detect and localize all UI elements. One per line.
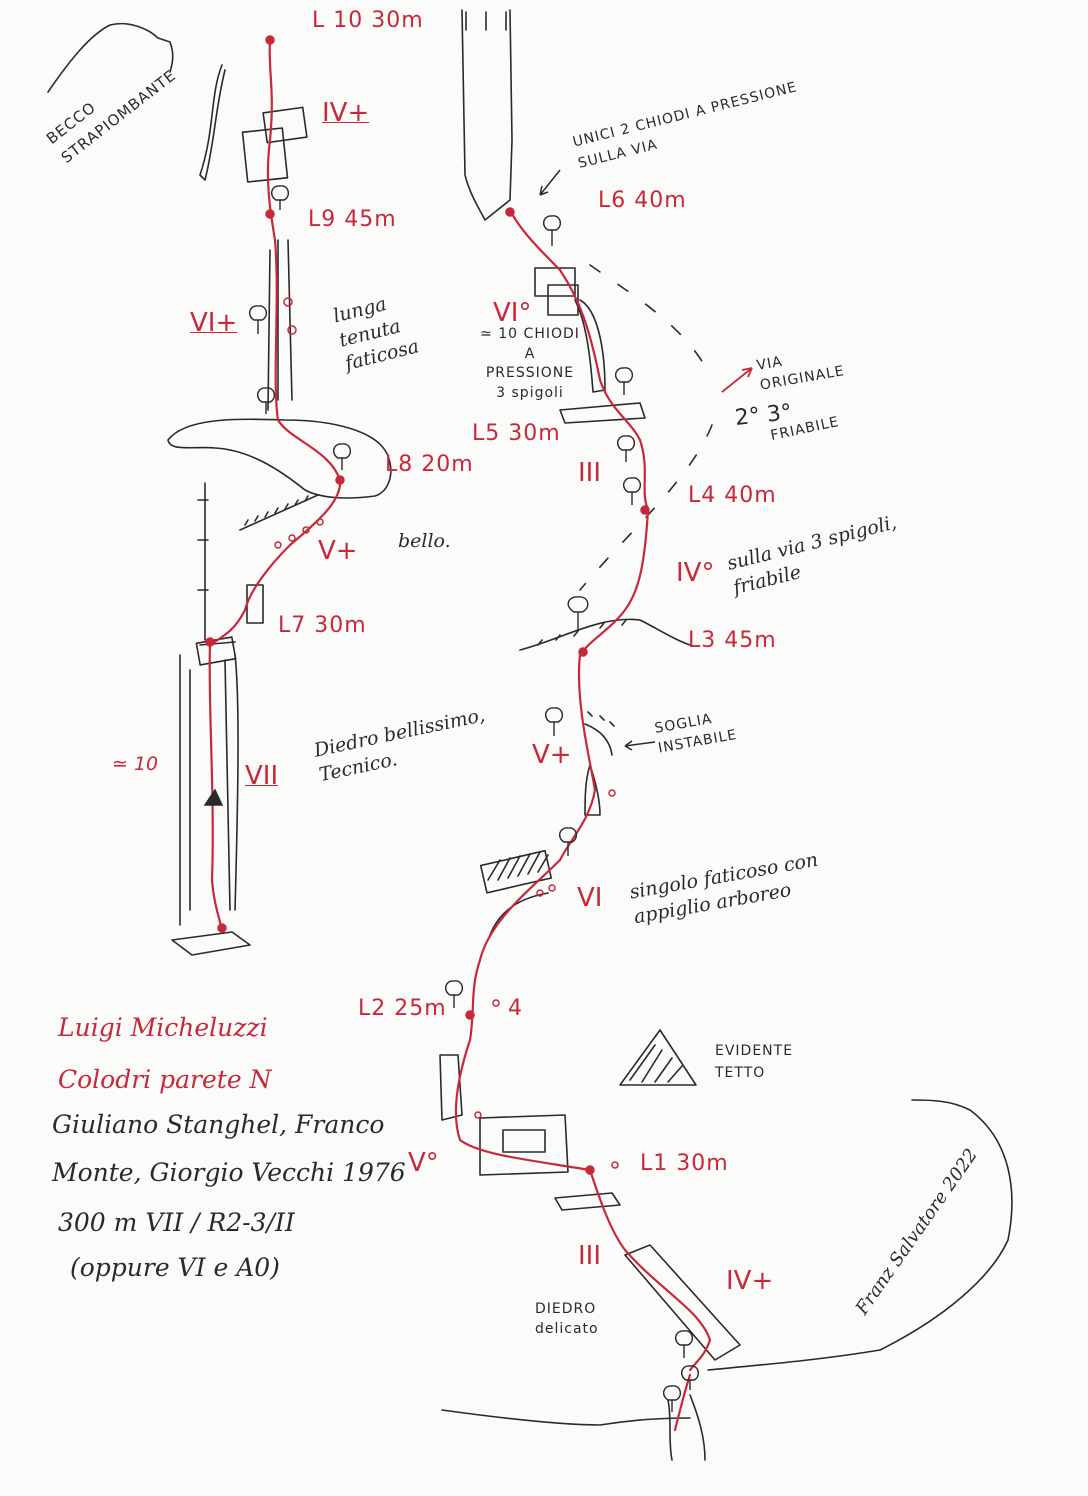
route-alt-grade: (oppure VI e A0) xyxy=(70,1253,280,1282)
arrow-icon xyxy=(624,740,656,751)
belay-l1 xyxy=(585,1165,595,1175)
route-right xyxy=(454,208,712,1372)
pitch-label-l3: L3 45m xyxy=(688,628,777,653)
pitch-label-l7: L7 30m xyxy=(278,613,367,638)
note-bello: bello. xyxy=(398,530,451,552)
hatched-roof xyxy=(479,849,553,894)
grade-l6: VI° xyxy=(493,298,532,328)
belay-l3 xyxy=(578,647,588,657)
ledge-l1 xyxy=(554,1192,621,1211)
base-ledge xyxy=(171,931,251,956)
ledge-l5 xyxy=(559,402,646,424)
pitch-label-l6: L6 40m xyxy=(598,188,687,213)
pitch-label-l4: L4 40m xyxy=(688,483,777,508)
tree-icon xyxy=(622,477,642,505)
grade-l7: VII xyxy=(245,761,279,791)
pitch-label-l9: L9 45m xyxy=(308,207,397,232)
belay-l6 xyxy=(505,207,515,217)
ledge-box xyxy=(479,1114,569,1176)
pitch-l2-marker: 4 xyxy=(508,996,523,1021)
ridge-line xyxy=(707,1099,1013,1371)
arrow-icon xyxy=(539,169,561,196)
tree-icon xyxy=(674,1330,694,1358)
route-location: Colodri parete N xyxy=(58,1065,272,1094)
block xyxy=(246,584,264,624)
tree-icons xyxy=(248,185,700,1412)
grade-l8: V+ xyxy=(318,536,358,566)
upper-crack-left xyxy=(199,64,226,181)
overlap xyxy=(534,267,576,297)
original-route-dashed xyxy=(589,264,713,381)
tree-icon xyxy=(248,305,268,334)
pitch-label-l8: L8 20m xyxy=(385,452,474,477)
terrace-l3 xyxy=(519,618,691,651)
belay-l8 xyxy=(335,475,345,485)
original-route-arrow-icon xyxy=(721,367,753,393)
grade-l2: VI xyxy=(577,883,603,913)
grade-l1-right: IV+ xyxy=(726,1266,774,1296)
pitch-label-l10: L 10 30m xyxy=(312,8,424,33)
chimney-outline xyxy=(461,9,513,221)
tree-icon xyxy=(544,707,564,736)
tree-icon xyxy=(256,387,276,414)
roof-block xyxy=(241,127,289,183)
crack xyxy=(287,239,293,401)
overlap xyxy=(547,284,579,316)
belay-l10 xyxy=(265,35,275,45)
block xyxy=(584,764,601,816)
tree-icon xyxy=(616,435,636,462)
tree-icon xyxy=(567,596,589,630)
belay-base xyxy=(217,923,227,933)
route-left xyxy=(208,38,342,932)
tree-icon xyxy=(270,185,290,210)
route-authors-1: Giuliano Stanghel, Franco xyxy=(52,1110,385,1139)
note-diedro-delicato: DIEDRO delicato xyxy=(535,1301,599,1337)
grade-l1: III xyxy=(578,1241,602,1271)
route-authors-2: Monte, Giorgio Vecchi 1976 xyxy=(52,1158,406,1187)
pitch-label-l5: L5 30m xyxy=(472,421,561,446)
evident-roof-icon xyxy=(619,1029,697,1086)
unstable-flake xyxy=(584,723,613,756)
route-name: Luigi Micheluzzi xyxy=(58,1013,268,1042)
note-dieci-chiodi: ≃ 10 CHIODI A PRESSIONE 3 spigoli xyxy=(480,326,580,401)
grade-l2-lower: V° xyxy=(408,1148,439,1178)
tree-icon xyxy=(444,980,464,1008)
diedro-lower xyxy=(624,1244,741,1361)
beak-outline xyxy=(47,22,174,93)
route-length-grade: 300 m VII / R2-3/II xyxy=(58,1208,295,1237)
belay-l4 xyxy=(640,505,650,515)
roof-block xyxy=(262,106,308,144)
crack xyxy=(267,249,271,411)
pitch-label-l2: L2 25m xyxy=(358,996,447,1021)
note-evidente-tetto: EVIDENTE TETTO xyxy=(715,1043,794,1082)
belay-l7 xyxy=(205,637,215,647)
base-ground xyxy=(441,1409,691,1426)
grade-l3: V+ xyxy=(532,740,572,770)
grade-l10: IV+ xyxy=(322,98,370,128)
tree-icon xyxy=(542,215,562,246)
tree-icon xyxy=(614,367,634,395)
grade-l4: IV° xyxy=(676,558,715,588)
corner xyxy=(439,1054,463,1121)
pitch-label-l1: L1 30m xyxy=(640,1151,729,1176)
ledge-outline xyxy=(167,418,392,499)
grade-l5: III xyxy=(578,458,602,488)
belay-l9 xyxy=(265,209,275,219)
tree-icon xyxy=(558,827,578,856)
triangle-mark xyxy=(203,788,224,806)
grade-l9: VI+ xyxy=(190,308,238,338)
tree-icon xyxy=(332,443,352,470)
belay-l2 xyxy=(465,1010,475,1020)
tree-icon xyxy=(680,1365,700,1390)
note-approx-10: ≃ 10 xyxy=(112,753,159,775)
tree-icon xyxy=(662,1385,682,1412)
